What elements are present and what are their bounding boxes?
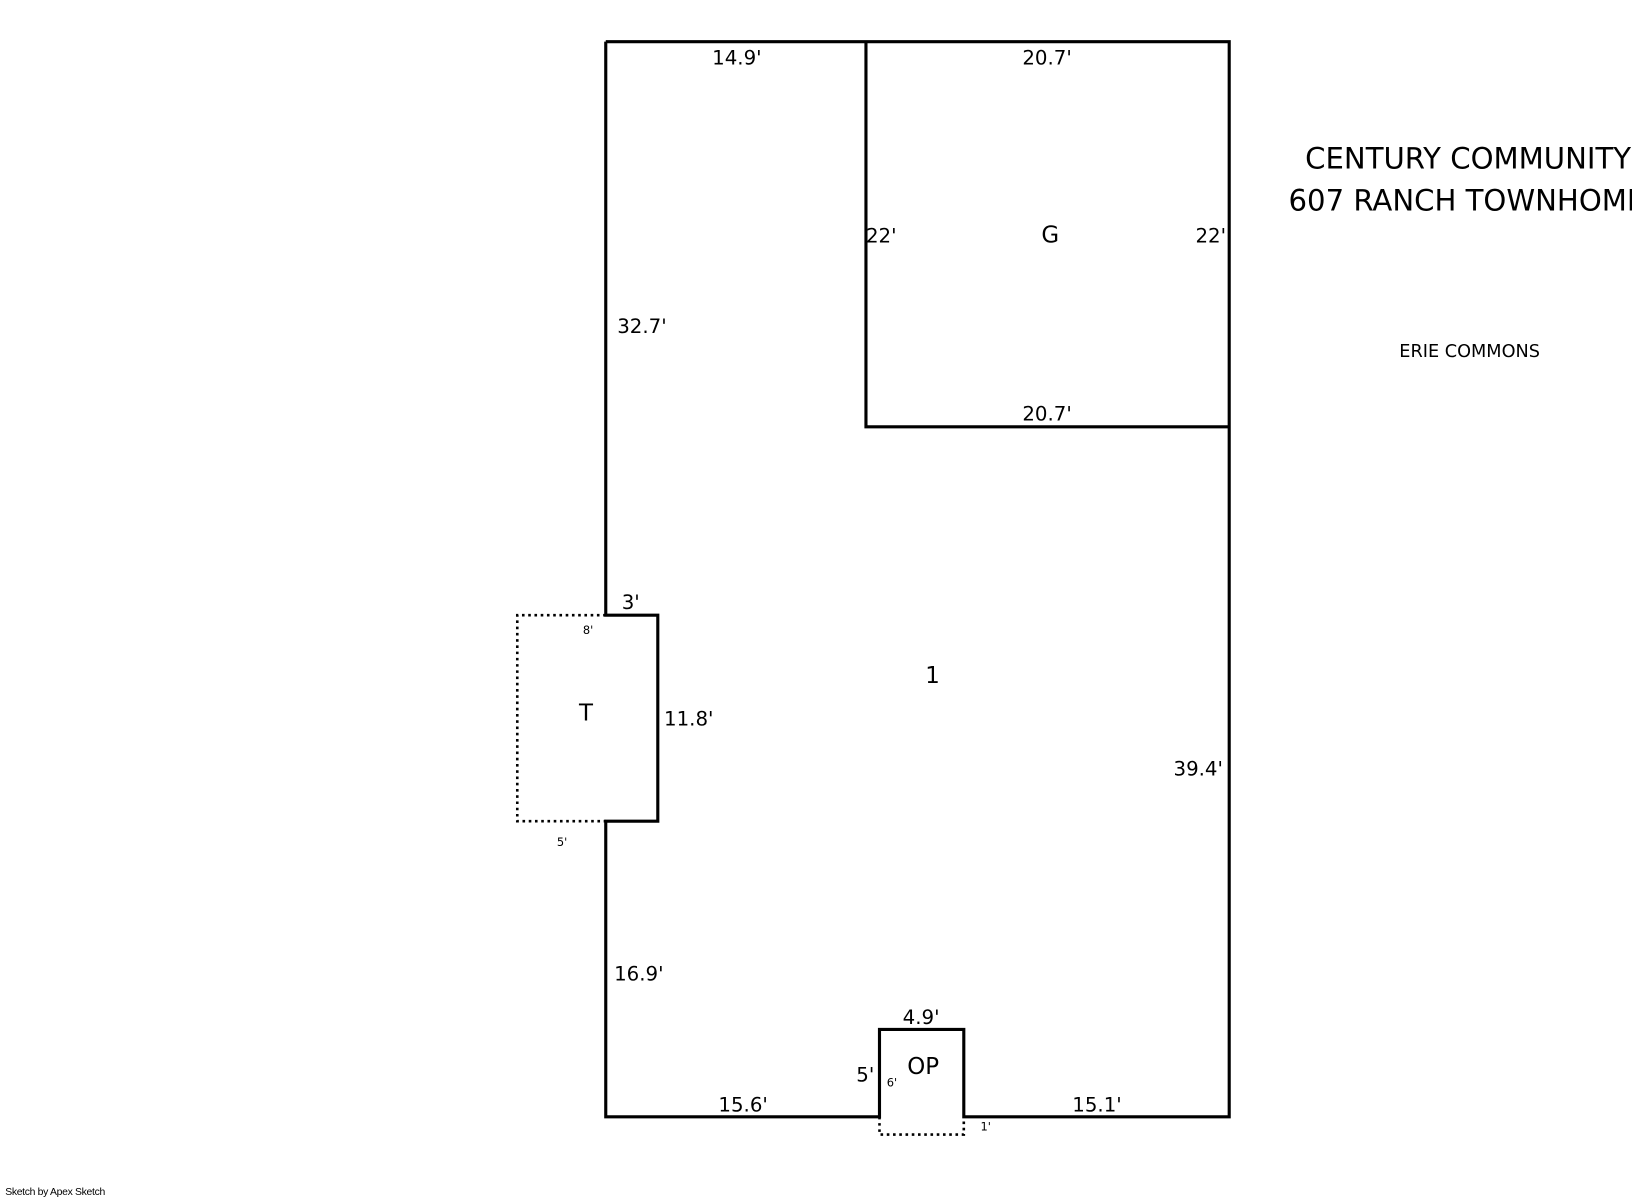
terrace-dotted-outline [515, 613, 606, 823]
dim-porch-inner: 6' [887, 1076, 897, 1090]
dim-garage-left: 22' [866, 225, 897, 248]
porch-dotted-outline [878, 1116, 966, 1136]
dim-bump-top: 3' [622, 591, 640, 614]
dim-main-right: 39.4' [1174, 757, 1223, 780]
dim-terrace-bottom: 5' [557, 835, 567, 849]
dim-garage-bottom: 20.7' [1022, 403, 1071, 426]
porch-label: OP [907, 1054, 939, 1080]
subtitle: ERIE COMMONS [1399, 342, 1540, 362]
dim-bump-side: 11.8' [664, 707, 713, 730]
dim-main-left-lower: 16.9' [614, 962, 663, 985]
dim-porch-side: 5' [856, 1063, 874, 1086]
credit-text: Sketch by Apex Sketch [5, 1187, 105, 1197]
dim-garage-top: 20.7' [1022, 47, 1071, 70]
garage-wall [864, 41, 1230, 429]
dim-terrace-top: 8' [583, 623, 593, 637]
dim-porch-top: 4.9' [903, 1006, 940, 1029]
dim-main-bottom-right: 15.1' [1072, 1094, 1121, 1117]
main-outline [604, 40, 1231, 1119]
dim-porch-bottom: 1' [980, 1119, 990, 1133]
title-line-2: 607 RANCH TOWNHOME [1289, 183, 1632, 217]
dim-main-left-upper: 32.7' [617, 315, 666, 338]
dim-garage-right: 22' [1195, 225, 1226, 248]
main-area-label: 1 [925, 663, 940, 689]
dim-main-bottom-left: 15.6' [718, 1094, 767, 1117]
dim-main-top: 14.9' [712, 47, 761, 70]
garage-label: G [1041, 223, 1059, 249]
title-line-1: CENTURY COMMUNITY [1305, 142, 1631, 176]
terrace-label: T [578, 700, 594, 726]
